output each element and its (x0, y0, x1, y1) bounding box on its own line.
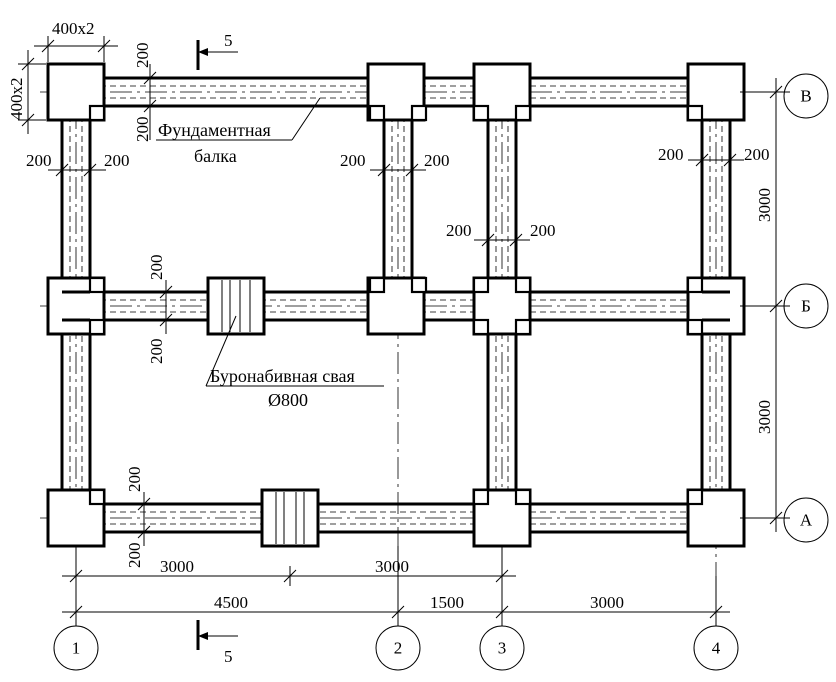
dim-200-j: 200 (744, 145, 770, 164)
dim-200-i: 200 (658, 145, 684, 164)
section-mark-top-label: 5 (224, 31, 233, 50)
axis-bubbles (53, 73, 829, 671)
section-mark-bottom (196, 620, 238, 650)
dim-bottom-5: 3000 (590, 593, 624, 612)
dim-200-g: 200 (446, 221, 472, 240)
pile-label-line1: Буронабивная свая (210, 366, 355, 386)
dim-200-m: 200 (125, 467, 144, 493)
axis-label-2: 2 (394, 639, 403, 658)
dim-200-e: 200 (340, 151, 366, 170)
section-mark-top (196, 40, 238, 70)
axis-bubble-a (783, 497, 829, 543)
axis-label-b: Б (801, 297, 811, 316)
dim-right-2: 3000 (755, 400, 774, 434)
dim-bottom-4: 1500 (430, 593, 464, 612)
dim-200-b: 200 (133, 117, 152, 143)
pad-dim-horizontal: 400x2 (52, 19, 95, 38)
pile-caps (46, 62, 746, 548)
dim-right-1: 3000 (755, 188, 774, 222)
pad-dim-vertical: 400x2 (7, 78, 26, 121)
axis-label-4: 4 (712, 639, 721, 658)
dim-200-f: 200 (424, 151, 450, 170)
axis-bubble-v (783, 73, 829, 119)
axis-label-3: 3 (498, 639, 507, 658)
beam-leader (156, 97, 321, 141)
axis-bubble-2 (375, 625, 421, 671)
dim-bottom-2: 3000 (375, 557, 409, 576)
dim-200-l: 200 (147, 339, 166, 365)
axis-bubble-3 (479, 625, 525, 671)
dim-200-c: 200 (26, 151, 52, 170)
axis-bubble-b (783, 283, 829, 329)
dim-bottom-3: 4500 (214, 593, 248, 612)
right-dimensions (740, 78, 790, 532)
axis-bubble-4 (693, 625, 739, 671)
section-mark-bottom-label: 5 (224, 647, 233, 666)
dim-200-k: 200 (147, 255, 166, 281)
axis-bubble-1 (53, 625, 99, 671)
beam-label-line1: Фундаментная (158, 120, 271, 140)
pile-leader (205, 315, 384, 387)
axis-label-v: В (800, 87, 811, 106)
dim-200-h: 200 (530, 221, 556, 240)
axis-label-a: А (800, 511, 813, 530)
beam-overlay (62, 280, 730, 544)
dim-200-a: 200 (133, 43, 152, 69)
axis-label-1: 1 (72, 639, 81, 658)
beam-width-dim-lines (48, 64, 744, 546)
pile-label-line2: Ø800 (268, 390, 308, 410)
beam-label-line2: балка (194, 146, 237, 166)
column-squares (88, 104, 704, 506)
pad-dimension-lines (18, 36, 118, 134)
dim-bottom-1: 3000 (160, 557, 194, 576)
dim-200-n: 200 (125, 543, 144, 569)
dim-200-d: 200 (104, 151, 130, 170)
